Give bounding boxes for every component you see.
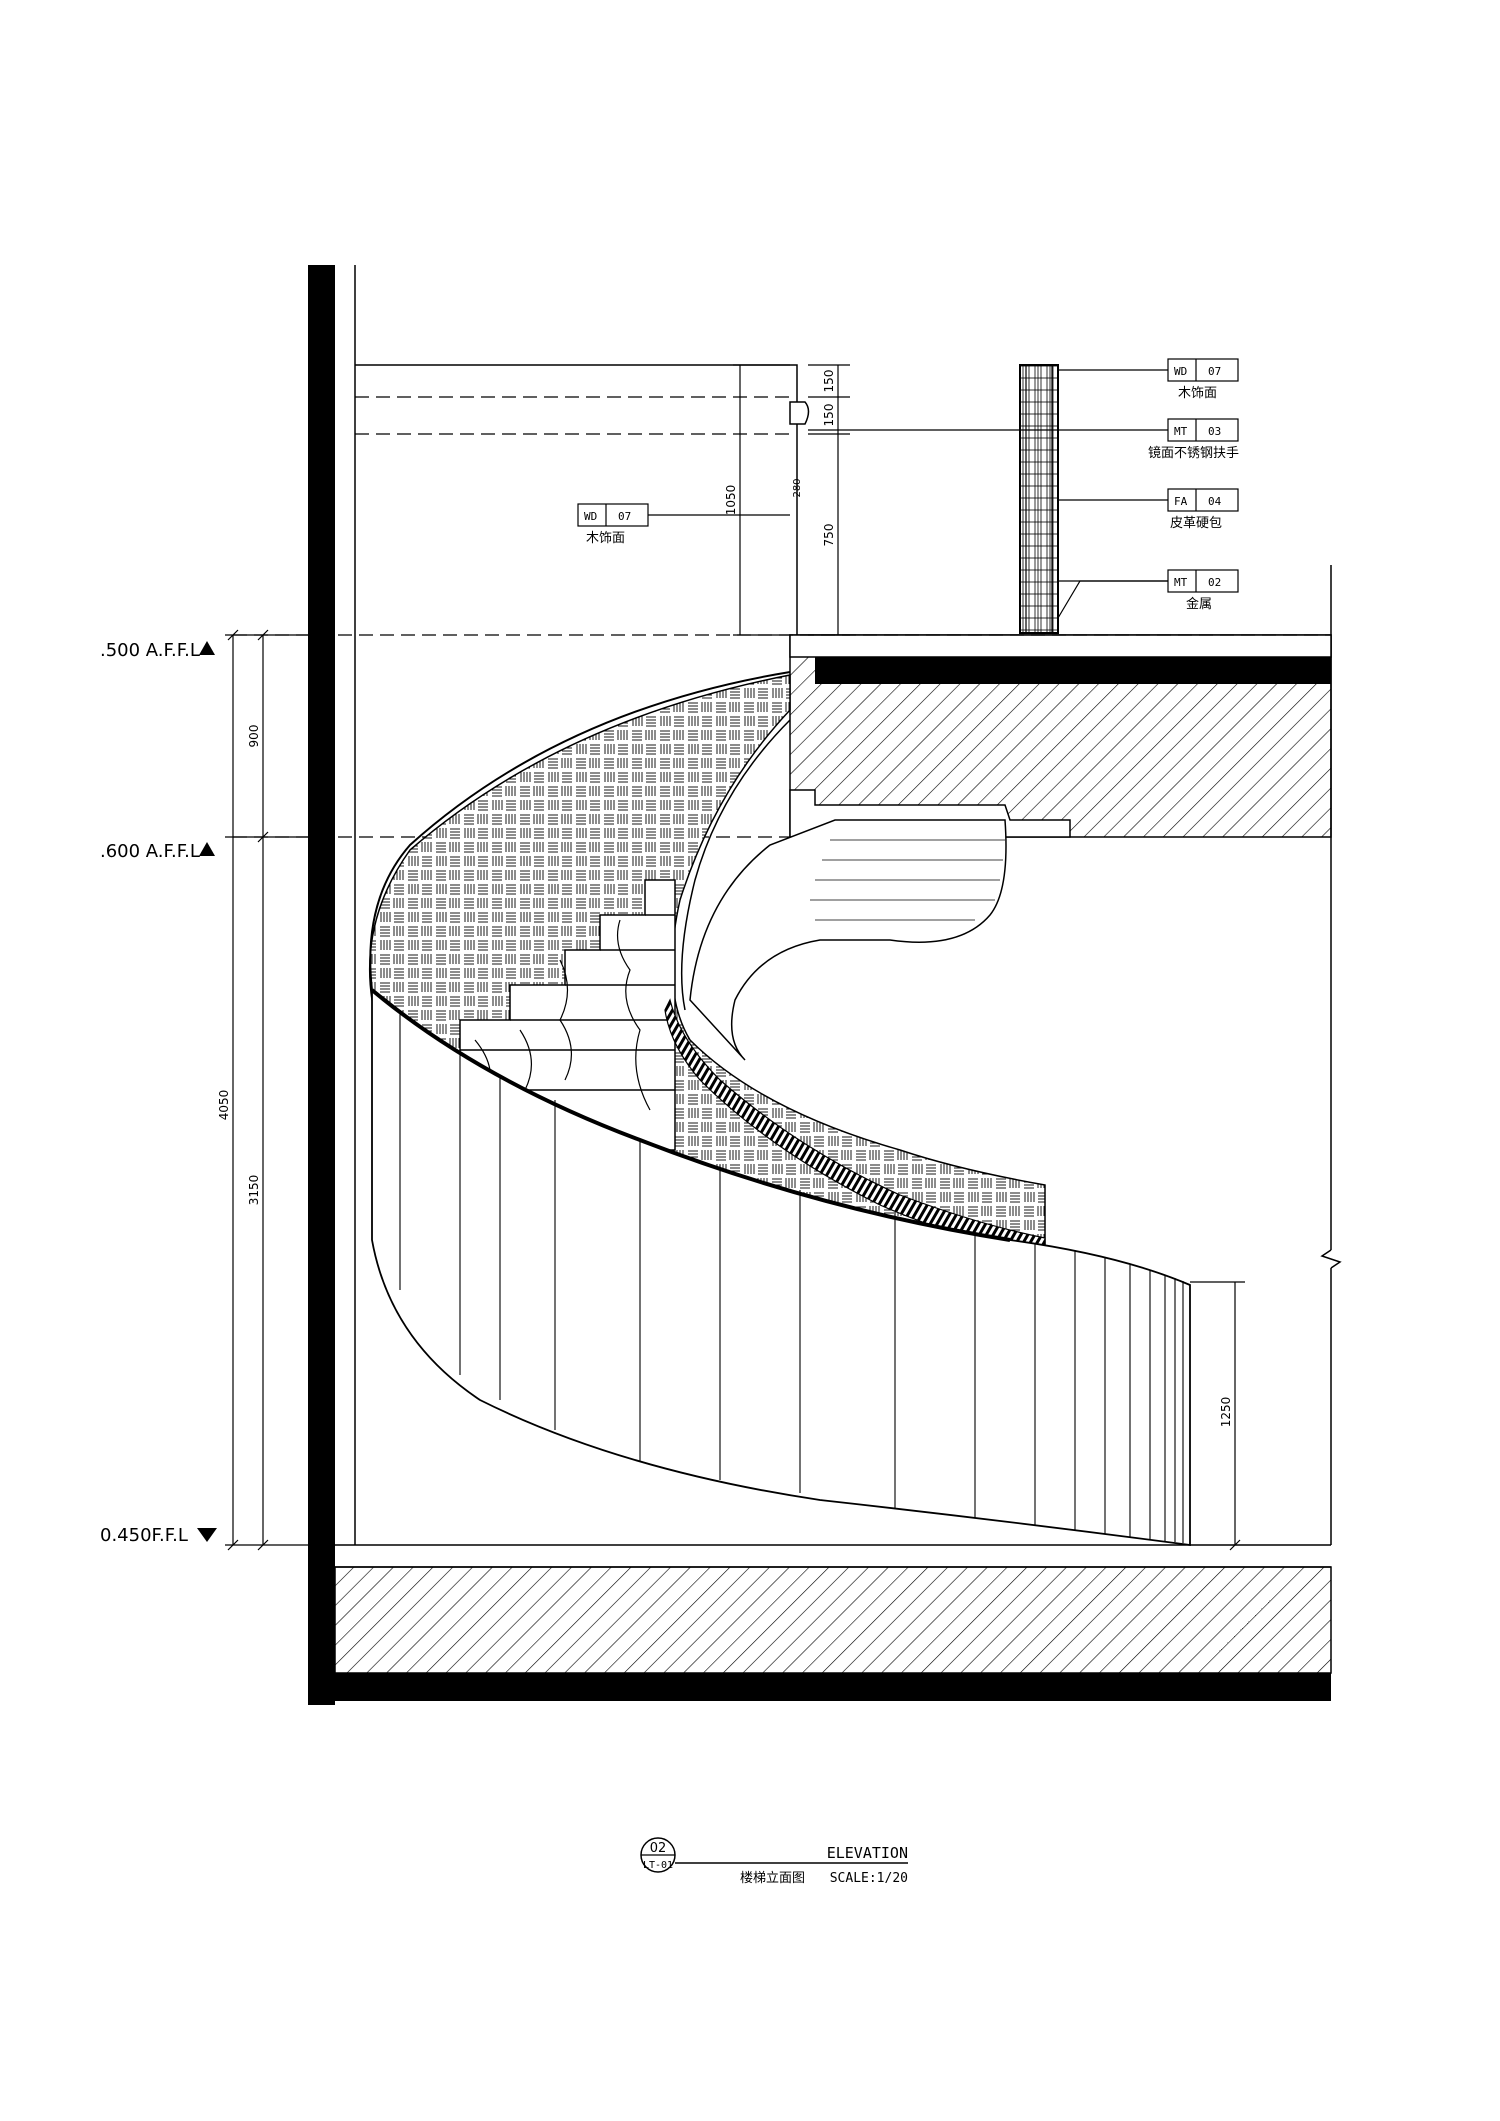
level-triangle-up-icon	[199, 641, 215, 655]
floor-base-bar	[308, 1673, 1331, 1701]
tag-mt02-code: MT	[1174, 576, 1188, 589]
title-number: 02	[650, 1841, 667, 1856]
dim-right-1250: 1250	[1219, 1397, 1233, 1428]
tag-mt03-num: 03	[1208, 425, 1221, 438]
rail-dimensions	[733, 364, 850, 636]
dim-rail-750: 750	[822, 524, 836, 547]
tag-wd07-num: 07	[1208, 365, 1221, 378]
tag-wd07-left-num: 07	[618, 510, 631, 523]
tag-mt02-label: 金属	[1186, 596, 1212, 612]
dim-rail-150-a: 150	[822, 370, 836, 393]
level-marker-2: .600 A.F.F.L	[100, 841, 215, 862]
stair-inner-rail-curve	[680, 719, 791, 1011]
tag-mt02: MT 02 金属	[1167, 569, 1239, 612]
railing-section-detail	[1019, 364, 1059, 634]
spiral-staircase	[369, 671, 1191, 1547]
dim-left-900: 900	[247, 725, 261, 748]
level-triangle-down-icon	[197, 1528, 217, 1542]
level-marker-1: .500 A.F.F.L	[100, 640, 215, 661]
level-triangle-up-icon	[199, 842, 215, 856]
tag-fa04: FA 04 皮革硬包	[1167, 488, 1239, 531]
tag-wd07-left: WD 07 木饰面	[577, 503, 649, 546]
tag-mt02-num: 02	[1208, 576, 1221, 589]
tag-fa04-num: 04	[1208, 495, 1222, 508]
title-subtitle: 楼梯立面图	[740, 1871, 805, 1886]
level-label-1: .500 A.F.F.L	[100, 640, 200, 661]
floor-slab-hatch	[334, 1566, 1332, 1674]
dim-rail-1050: 1050	[724, 485, 738, 516]
handrail-profile	[789, 401, 810, 425]
level-label-3: 0.450F.F.L	[100, 1525, 188, 1546]
tag-mt03-label: 镜面不锈钢扶手	[1148, 446, 1239, 461]
stair-outer-top-edge	[369, 671, 791, 991]
tag-wd07-left-label: 木饰面	[586, 531, 625, 546]
upper-guard-outline	[355, 364, 798, 635]
title-block: 02 LT-01 ELEVATION 楼梯立面图 SCALE:1/20	[640, 1837, 908, 1886]
tag-wd07-label: 木饰面	[1178, 386, 1217, 401]
tag-wd07-left-code: WD	[584, 510, 597, 523]
left-wall-thick	[308, 265, 335, 1705]
building-structure	[308, 265, 1342, 1705]
right-dimension	[1190, 1281, 1245, 1551]
tag-fa04-label: 皮革硬包	[1170, 516, 1222, 531]
material-tags	[648, 369, 1168, 619]
dim-left-4050: 4050	[217, 1090, 231, 1121]
level-label-2: .600 A.F.F.L	[100, 841, 200, 862]
dim-rail-150-b: 150	[822, 404, 836, 427]
right-wall-break	[1320, 1249, 1342, 1269]
left-dimensions	[225, 629, 320, 1551]
dim-rail-280: 280	[792, 478, 803, 497]
upper-slab-finish	[789, 634, 1332, 658]
stair-core-soffit	[689, 819, 1007, 1061]
title-text: ELEVATION	[827, 1844, 908, 1862]
tag-mt03-code: MT	[1174, 425, 1188, 438]
title-scale: SCALE:1/20	[830, 1871, 908, 1886]
upper-slab-black-band	[815, 657, 1331, 684]
stringer-panel-lines	[399, 1010, 1184, 1543]
tag-mt03: MT 03 镜面不锈钢扶手	[1148, 418, 1239, 461]
stair-stringer-band	[370, 988, 1011, 1242]
dim-left-3150: 3150	[247, 1175, 261, 1206]
level-marker-3: 0.450F.F.L	[100, 1525, 217, 1546]
tag-wd07-code: WD	[1174, 365, 1187, 378]
tag-fa04-code: FA	[1174, 495, 1188, 508]
title-sheet: LT-01	[643, 1860, 673, 1871]
tag-wd07: WD 07 木饰面	[1167, 358, 1239, 401]
